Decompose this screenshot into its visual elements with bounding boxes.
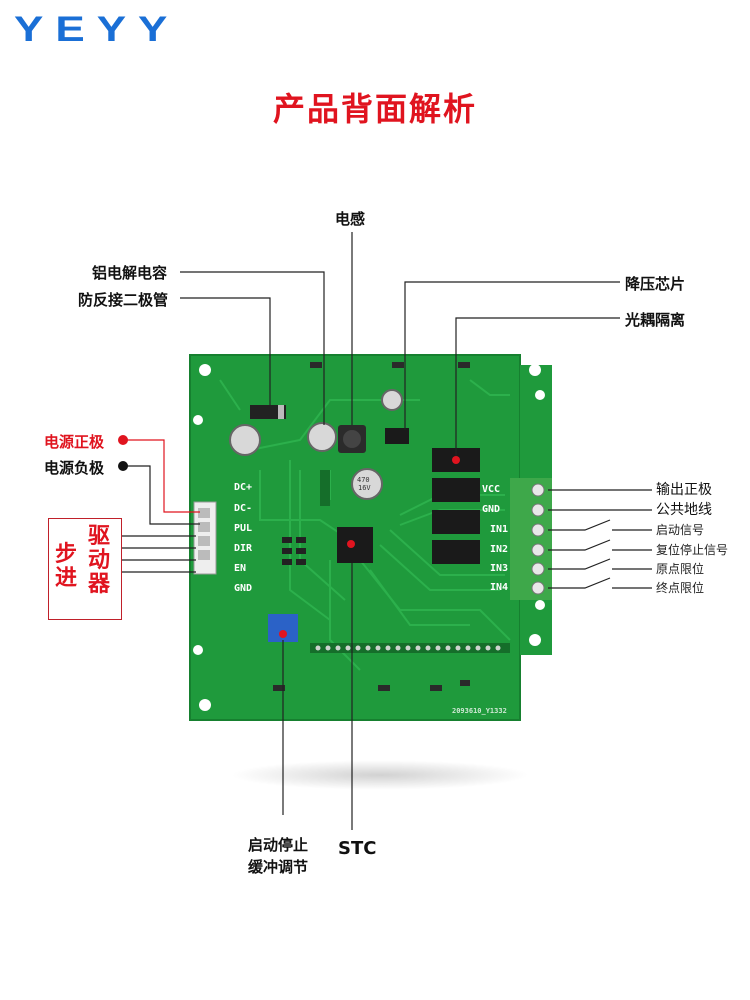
label-power-negative: 电源负极: [44, 459, 105, 477]
label-reset-stop-signal: 复位停止信号: [656, 543, 729, 557]
leader-vcc-gnd: [548, 489, 652, 511]
right-terminal-block: [510, 478, 552, 600]
leader-power-pos: [126, 439, 200, 513]
label-electrolytic-cap: 铝电解电容: [92, 264, 168, 282]
label-origin-limit: 原点限位: [656, 562, 705, 576]
leader-buck: [404, 281, 620, 430]
label-optocoupler: 光耦隔离: [625, 311, 686, 329]
label-output-positive: 输出正极: [656, 482, 712, 498]
electrolytic-cap-2: [307, 422, 337, 452]
dot-power-positive: [118, 435, 128, 445]
label-power-positive: 电源正极: [44, 433, 105, 451]
leader-stepper: [120, 535, 196, 573]
label-start-stop-2: 缓冲调节: [248, 858, 309, 876]
pin-dir: DIR: [234, 543, 253, 554]
switch-in1: [548, 519, 652, 531]
switch-in4: [548, 577, 652, 589]
cap-470: [351, 468, 383, 500]
pin-in3: IN3: [490, 563, 509, 574]
leader-diode: [180, 297, 271, 405]
leader-cap: [180, 271, 325, 425]
pin-pul: PUL: [234, 523, 253, 534]
leader-power-neg: [126, 465, 200, 525]
svg-text:16V: 16V: [358, 484, 371, 492]
label-common-ground: 公共地线: [656, 502, 712, 518]
label-buck-chip: 降压芯片: [625, 275, 686, 293]
label-end-limit: 终点限位: [656, 581, 705, 595]
label-stepper-right: 驱动器: [87, 524, 110, 597]
pin-dcplus: DC+: [234, 482, 253, 493]
page-title: 产品背面解析: [272, 90, 477, 128]
svg-text:470: 470: [357, 476, 370, 484]
label-start-stop-1: 启动停止: [248, 836, 309, 854]
board-shadow: [230, 760, 530, 790]
label-stepper-left: 步进: [54, 542, 77, 591]
small-cap: [381, 389, 403, 411]
pin-gnd: GND: [234, 583, 253, 594]
label-reverse-diode: 防反接二极管: [78, 291, 169, 309]
pin-gnd-r: GND: [482, 504, 501, 515]
brand-logo: YEYY: [14, 10, 180, 50]
dot-power-negative: [118, 461, 128, 471]
label-inductor: 电感: [335, 210, 366, 228]
pin-in4: IN4: [490, 582, 509, 593]
pin-in1: IN1: [490, 524, 509, 535]
board-mark: 2093610_Y1332: [452, 707, 507, 715]
switch-in2: [548, 539, 652, 551]
buck-chip: [385, 428, 409, 444]
switch-in3: [548, 558, 652, 570]
pin-dcminus: DC-: [234, 503, 253, 514]
pin-en: EN: [234, 563, 247, 574]
reverse-diode: [250, 405, 286, 419]
mcu-chip: [337, 527, 373, 563]
pin-in2: IN2: [490, 544, 509, 555]
label-start-signal: 启动信号: [656, 523, 705, 537]
pin-vcc: VCC: [482, 484, 501, 495]
electrolytic-cap-1: [229, 424, 261, 456]
leader-opto: [455, 317, 620, 456]
stepper-driver-box: 步进 驱动器: [48, 518, 122, 620]
label-mcu: STC: [338, 838, 377, 859]
